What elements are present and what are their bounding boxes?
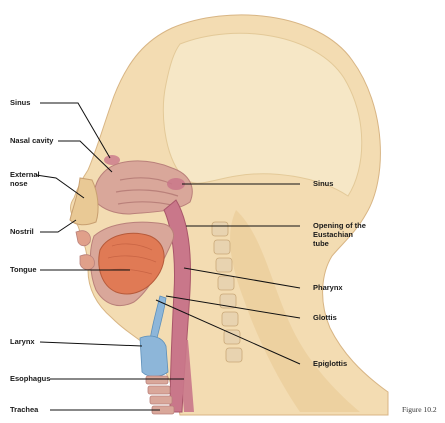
label-trachea: Trachea (10, 405, 39, 414)
frontal-sinus (104, 155, 120, 165)
label-esophagus: Esophagus (10, 374, 50, 383)
label-epiglottis: Epiglottis (313, 359, 347, 368)
label-sinus-right: Sinus (313, 179, 333, 188)
label-tongue: Tongue (10, 265, 37, 274)
label-pharynx: Pharynx (313, 283, 343, 292)
label-nostril: Nostril (10, 227, 34, 236)
label-nasal-cavity: Nasal cavity (10, 136, 54, 145)
leader-larynx (40, 342, 142, 346)
label-eustachian-line3: tube (313, 239, 329, 248)
label-sinus-top: Sinus (10, 98, 30, 107)
larynx-cartilage (140, 336, 168, 376)
label-eustachian-line1: Opening of the (313, 221, 366, 230)
label-external-nose-line2: nose (10, 179, 28, 188)
left-labels: Sinus Nasal cavity External nose Nostril… (10, 98, 54, 414)
label-larynx: Larynx (10, 337, 35, 346)
head-illustration (70, 15, 388, 415)
figure-caption: Figure 10.2 (402, 405, 437, 414)
label-eustachian-line2: Eustachian (313, 230, 353, 239)
label-external-nose-line1: External (10, 170, 40, 179)
label-glottis: Glottis (313, 313, 337, 322)
leader-nostril (40, 220, 76, 232)
